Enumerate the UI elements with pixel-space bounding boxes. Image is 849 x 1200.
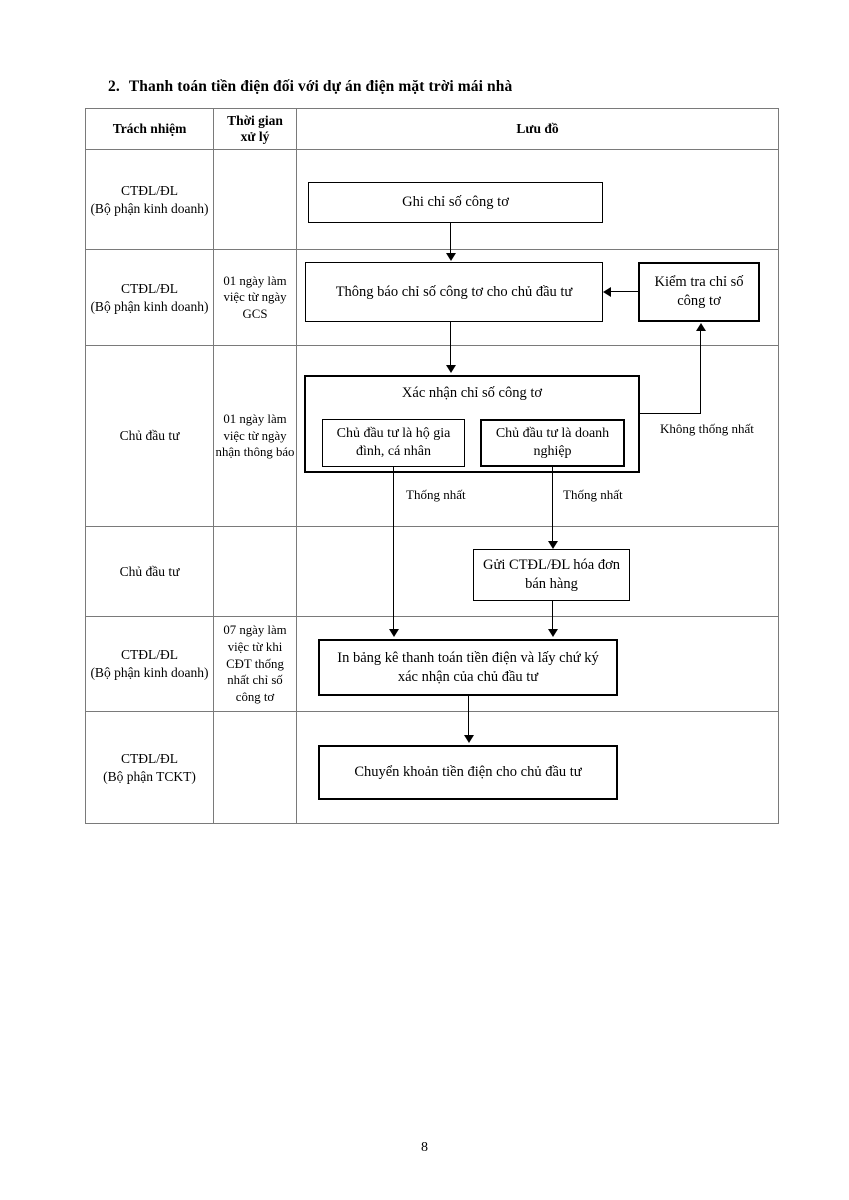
cell-responsibility-4: Chủ đầu tư	[85, 526, 214, 617]
connector-khong-thong-nhat-v	[700, 331, 702, 414]
edge-label-khong-thong-nhat: Không thống nhất	[660, 421, 754, 436]
flow-node-label: In bảng kê thanh toán tiền điện và lấy c…	[337, 649, 599, 685]
cell-responsibility-1: CTĐL/ĐL (Bộ phận kinh doanh)	[85, 149, 214, 250]
page-title: 2. Thanh toán tiền điện đối với dự án điệ…	[108, 78, 512, 96]
connector-ghi-to-thongbao	[450, 223, 452, 254]
cell-responsibility-5: CTĐL/ĐL (Bộ phận kinh doanh)	[85, 616, 214, 712]
table-row: CTĐL/ĐL (Bộ phận kinh doanh)	[85, 149, 779, 250]
table-row: Chủ đầu tư	[85, 526, 779, 617]
flow-node-label: Gửi CTĐL/ĐL hóa đơn bán hàng	[482, 557, 620, 592]
connector-kiemtra-to-thongbao	[611, 291, 639, 293]
flow-node-chuyen-khoan[interactable]: Chuyển khoản tiền điện cho chủ đầu tư	[318, 745, 618, 800]
flow-node-label: Xác nhận chỉ số công tơ	[401, 385, 543, 401]
flow-node-label: Chủ đầu tư là doanh nghiệp	[495, 425, 610, 459]
edge-label-thong-nhat-right: Thống nhất	[563, 487, 623, 502]
cell-responsibility-3: Chủ đầu tư	[85, 345, 214, 527]
flow-node-label: Chuyển khoản tiền điện cho chủ đầu tư	[354, 764, 582, 781]
flow-node-thong-bao[interactable]: Thông báo chỉ số công tơ cho chủ đầu tư	[305, 262, 603, 322]
arrowhead-down-icon	[548, 541, 558, 549]
connector-inbangke-to-chuyenkhoan	[468, 696, 470, 737]
flow-node-label: Chủ đầu tư là hộ gia đình, cá nhân	[336, 425, 451, 459]
page-number: 8	[421, 1140, 428, 1155]
header-responsibility: Trách nhiệm	[85, 108, 214, 150]
arrowhead-up-icon	[696, 323, 706, 331]
flow-node-kiem-tra[interactable]: Kiểm tra chỉ số công tơ	[638, 262, 760, 322]
cell-time-2: 01 ngày làm việc từ ngày GCS	[213, 249, 297, 346]
arrowhead-down-icon	[446, 253, 456, 261]
cell-time-1	[213, 149, 297, 250]
flow-node-ghi-chi-so[interactable]: Ghi chỉ số công tơ	[308, 182, 603, 223]
flow-node-in-bang-ke[interactable]: In bảng kê thanh toán tiền điện và lấy c…	[318, 639, 618, 696]
header-flowchart: Lưu đồ	[296, 108, 779, 150]
flow-node-gui-hoa-don[interactable]: Gửi CTĐL/ĐL hóa đơn bán hàng	[473, 549, 630, 601]
flow-node-label: Ghi chỉ số công tơ	[402, 194, 509, 211]
arrowhead-left-icon	[603, 287, 611, 297]
section-number: 2.	[108, 78, 120, 95]
connector-thong-nhat-right	[552, 467, 554, 543]
arrowhead-down-icon	[464, 735, 474, 743]
table-header-row: Trách nhiệm Thời gian xử lý Lưu đồ	[85, 108, 779, 150]
cell-time-6	[213, 711, 297, 824]
flow-node-ho-gia-dinh[interactable]: Chủ đầu tư là hộ gia đình, cá nhân	[322, 419, 465, 467]
edge-label-thong-nhat-left: Thống nhất	[406, 487, 466, 502]
arrowhead-down-icon	[389, 629, 399, 637]
arrowhead-down-icon	[446, 365, 456, 373]
flow-node-doanh-nghiep[interactable]: Chủ đầu tư là doanh nghiệp	[480, 419, 625, 467]
connector-thongbao-to-xacnhan	[450, 322, 452, 366]
cell-responsibility-6: CTĐL/ĐL (Bộ phận TCKT)	[85, 711, 214, 824]
flow-node-label: Kiểm tra chỉ số công tơ	[654, 274, 744, 309]
connector-khong-thong-nhat-h	[640, 413, 701, 415]
connector-thong-nhat-left	[393, 467, 395, 631]
connector-guihoadon-to-inbangke	[552, 601, 554, 631]
section-title: Thanh toán tiền điện đối với dự án điện …	[128, 78, 513, 95]
cell-time-4	[213, 526, 297, 617]
cell-responsibility-2: CTĐL/ĐL (Bộ phận kinh doanh)	[85, 249, 214, 346]
cell-time-3: 01 ngày làm việc từ ngày nhận thông báo	[213, 345, 297, 527]
cell-time-5: 07 ngày làm việc từ khi CĐT thống nhất c…	[213, 616, 297, 712]
flow-node-label: Thông báo chỉ số công tơ cho chủ đầu tư	[335, 283, 573, 300]
arrowhead-down-icon	[548, 629, 558, 637]
header-processing-time: Thời gian xử lý	[213, 108, 297, 150]
